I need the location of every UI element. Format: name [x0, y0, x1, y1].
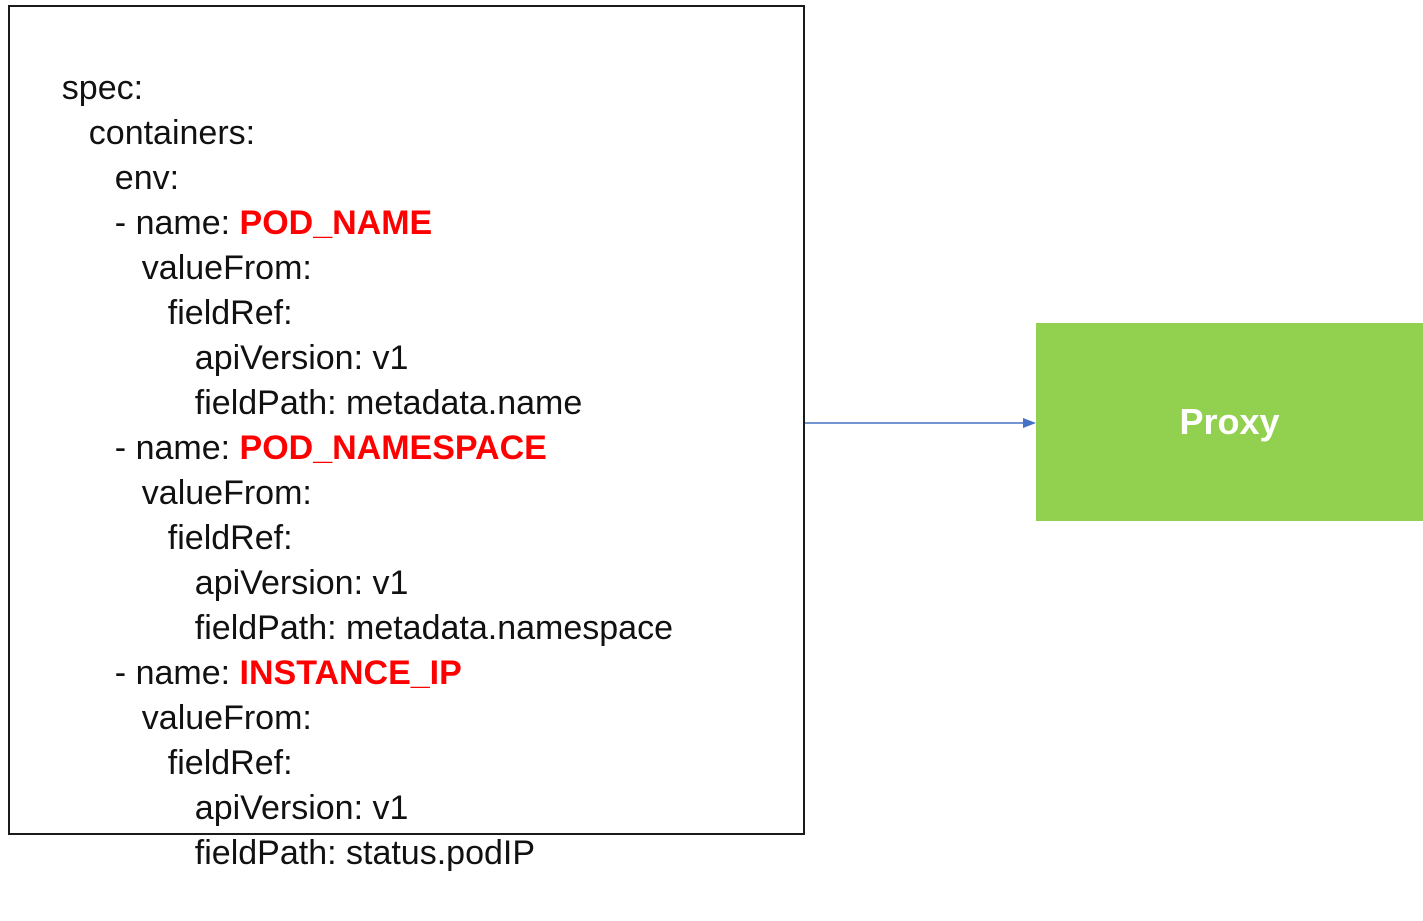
yaml-line: containers:	[51, 66, 255, 152]
env-name-value: POD_NAMESPACE	[239, 429, 547, 467]
connector-arrow	[805, 418, 1036, 428]
yaml-key: env:	[114, 159, 180, 197]
yaml-key: containers:	[88, 114, 256, 152]
yaml-key: apiVersion: v1	[194, 564, 409, 602]
env-name-value: INSTANCE_IP	[239, 654, 462, 692]
env-name-value: POD_NAME	[239, 204, 433, 242]
yaml-line: apiVersion: v1	[157, 741, 409, 827]
yaml-line: apiVersion: v1	[157, 516, 409, 602]
yaml-line: fieldRef:	[130, 246, 293, 332]
yaml-line: fieldPath: status.podIP	[157, 786, 535, 872]
yaml-line: env:	[77, 111, 179, 197]
yaml-key: - name:	[114, 654, 240, 692]
yaml-key: fieldRef:	[167, 294, 293, 332]
yaml-key: valueFrom:	[141, 249, 312, 287]
yaml-line: fieldRef:	[130, 696, 293, 782]
yaml-line: valueFrom:	[104, 201, 312, 287]
yaml-key: fieldRef:	[167, 519, 293, 557]
yaml-line: fieldPath: metadata.name	[157, 336, 582, 422]
yaml-line: fieldPath: metadata.namespace	[157, 561, 673, 647]
yaml-key: fieldRef:	[167, 744, 293, 782]
yaml-spec-box: spec: containers: env: - name: POD_NAME …	[8, 5, 805, 872]
arrow-head-icon	[1023, 418, 1036, 428]
proxy-label: Proxy	[1179, 401, 1280, 442]
yaml-key: valueFrom:	[141, 474, 312, 512]
yaml-line: - name: INSTANCE_IP	[77, 606, 462, 692]
yaml-line: apiVersion: v1	[157, 291, 409, 377]
yaml-key: apiVersion: v1	[194, 789, 409, 827]
yaml-line: - name: POD_NAME	[77, 156, 432, 242]
yaml-line: valueFrom:	[104, 651, 312, 737]
yaml-key: apiVersion: v1	[194, 339, 409, 377]
yaml-key: fieldPath: metadata.namespace	[194, 609, 673, 647]
yaml-key: spec:	[61, 69, 144, 107]
yaml-key: fieldPath: metadata.name	[194, 384, 583, 422]
yaml-line: fieldRef:	[130, 471, 293, 557]
yaml-line: spec:	[24, 21, 143, 107]
yaml-line: - name: POD_NAMESPACE	[77, 381, 547, 467]
yaml-key: - name:	[114, 429, 240, 467]
yaml-key: valueFrom:	[141, 699, 312, 737]
yaml-key: fieldPath: status.podIP	[194, 834, 536, 872]
yaml-key: - name:	[114, 204, 240, 242]
yaml-line: valueFrom:	[104, 426, 312, 512]
proxy-box: Proxy	[1036, 323, 1423, 521]
